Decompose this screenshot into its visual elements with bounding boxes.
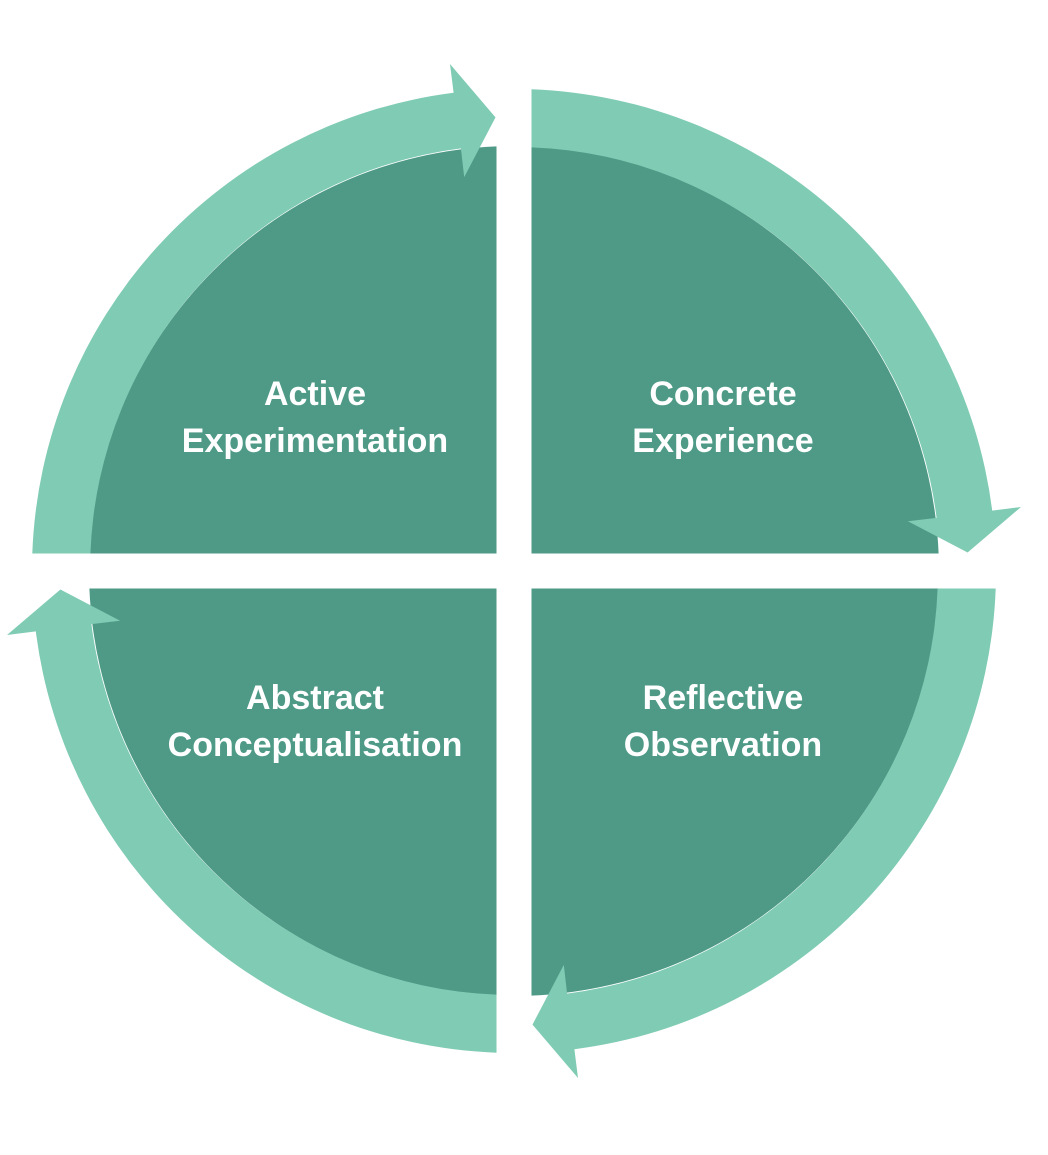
label-line: Conceptualisation [167,726,463,764]
label-active-experimentation: Active Experimentation [100,371,530,465]
label-reflective-observation: Reflective Observation [508,675,938,769]
label-line: Abstract [246,679,384,717]
label-line: Concrete [649,375,797,413]
label-line: Active [263,375,367,413]
quadrant-discs [89,146,939,996]
quadrant-disc-top-right [531,146,939,554]
cycle-arrow-right-icon [531,89,1021,553]
label-line: Experimentation [181,422,449,460]
label-abstract-conceptualisation: Abstract Conceptualisation [100,675,530,769]
cycle-arrow-bands [7,64,1021,1078]
label-concrete-experience: Concrete Experience [508,371,938,465]
label-line: Reflective [642,679,804,717]
label-line: Experience [632,422,814,460]
label-line: Observation [623,726,823,764]
